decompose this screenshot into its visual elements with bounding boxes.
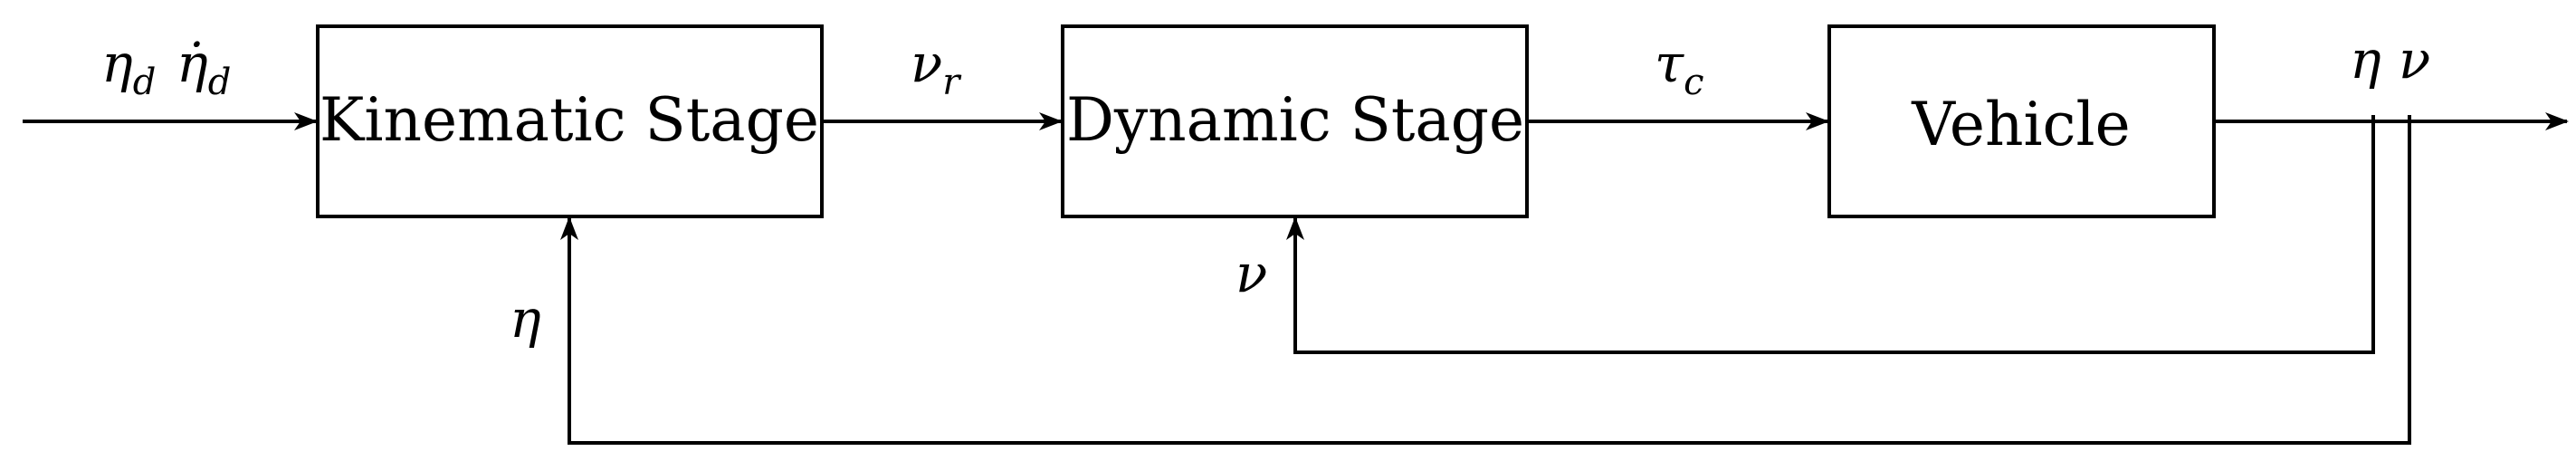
kinematic-stage-label: Kinematic Stage [320,85,819,155]
kinematic-stage-box [316,24,824,218]
vehicle-label: Vehicle [1911,90,2130,159]
eta-d-subscript: d [133,62,157,103]
vehicle-block: Vehicle [1827,24,2216,218]
nu-r-label: νr [911,33,962,103]
svg-text:η̇d: η̇d [177,33,231,103]
feedback-nu-label: ν [1236,243,1267,304]
kinematic-stage-block: Kinematic Stage [316,24,824,218]
dynamic-stage-label: Dynamic Stage [1066,85,1524,155]
eta-dot-d-symbol: η̇ [177,33,208,94]
dynamic-stage-block: Dynamic Stage [1061,24,1529,218]
feedback-eta-label: η [510,288,541,350]
input-signal-label: ηd η̇d [101,33,231,103]
eta-d-symbol: η [101,33,133,94]
feedback-nu-line [1286,115,2375,354]
vehicle-box [1827,24,2216,218]
svg-text:ηd: ηd [101,33,156,103]
dynamic-stage-box [1061,24,1529,218]
eta-dot-d-subscript: d [208,62,232,103]
output-nu-label: ν [2399,29,2430,91]
feedback-eta-line [560,115,2411,445]
output-eta-label: η [2350,29,2381,91]
tau-c-label: τc [1655,33,1704,103]
